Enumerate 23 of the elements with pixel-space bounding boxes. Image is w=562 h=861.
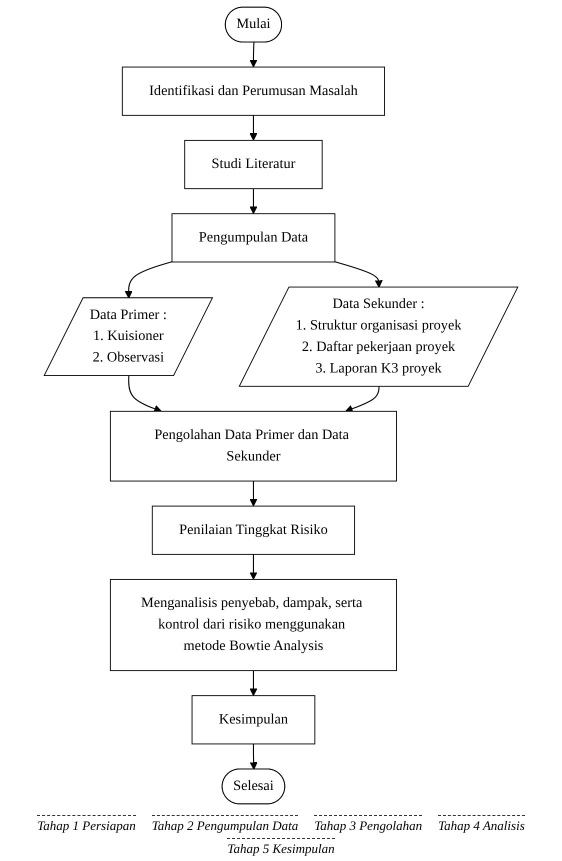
node-box: Penilaian Tinggkat Risiko: [152, 506, 356, 555]
phase-label: Tahap 5 Kesimpulan: [227, 838, 335, 857]
phase-label: Tahap 2 Pengumpulan Data: [152, 815, 298, 834]
arrow: [250, 481, 258, 506]
node-box: Pengolahan Data Primer dan Data Sekunder: [110, 410, 397, 482]
arrow: [345, 386, 380, 412]
node-box: Identifikasi dan Perumusan Masalah: [122, 66, 386, 116]
node-box: Pengumpulan Data: [172, 213, 336, 262]
phase-label: Tahap 1 Persiapan: [37, 815, 136, 834]
node-box: Kesimpulan: [192, 695, 316, 744]
arrow: [250, 188, 258, 214]
arrow: [250, 115, 258, 141]
phase-label: Tahap 4 Analisis: [438, 815, 525, 834]
arrow: [250, 554, 258, 580]
arrow: [128, 376, 162, 412]
phase-label: Tahap 3 Pengolahan: [314, 815, 422, 834]
arrow: [250, 42, 258, 68]
node-box: Studi Literatur: [184, 140, 323, 190]
arrow: [334, 261, 383, 288]
node-box: Menganalisis penyebab, dampak, serta kontrol dari risiko menggunakan metode Bowtie Analysis: [110, 578, 397, 672]
arrow: [250, 744, 258, 770]
arrow: [250, 670, 258, 696]
arrow: [124, 261, 172, 299]
